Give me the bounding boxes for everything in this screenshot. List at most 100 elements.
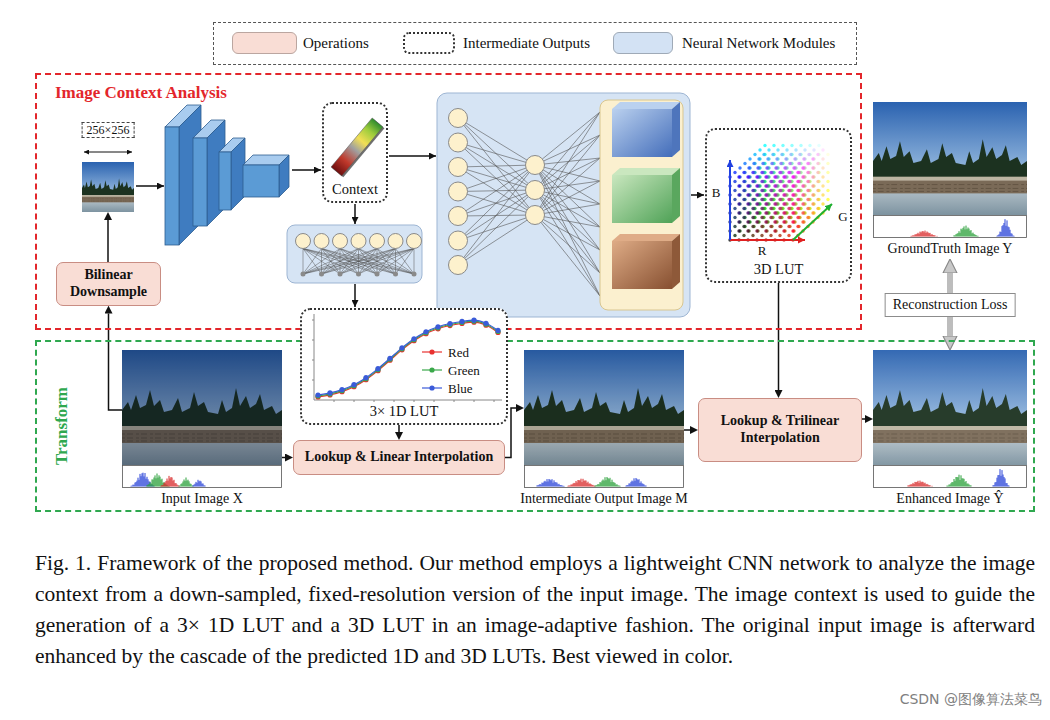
neuron: [351, 234, 366, 249]
lut-dot: [817, 180, 820, 183]
lut-dot: [761, 189, 764, 192]
figure-caption: Fig. 1. Framework of the proposed method…: [35, 548, 1035, 672]
histogram-bars: [626, 478, 646, 487]
neuron: [314, 234, 329, 249]
chart-ticks: [312, 320, 494, 402]
lut-dot: [742, 189, 745, 192]
lut-curve: [318, 321, 498, 396]
lut-dot: [807, 207, 810, 210]
lut-dot: [779, 216, 782, 219]
neuron: [449, 133, 468, 152]
lut-dot: [761, 207, 764, 210]
lut-dot: [761, 225, 764, 228]
neuron: [393, 272, 398, 277]
lut-dot: [737, 175, 740, 178]
lut-dot: [793, 157, 796, 160]
lut-dot: [801, 193, 804, 196]
dimension-arrow: [84, 152, 132, 153]
image-panel: Intermediate Output Image M: [524, 350, 684, 488]
lut-dot: [765, 202, 768, 205]
network-link: [535, 165, 600, 273]
image-panel: Enhanced Image Ŷ: [873, 350, 1027, 488]
lut-dot: [765, 175, 768, 178]
network-link: [458, 118, 535, 215]
lut-dot: [821, 166, 824, 169]
network-link: [535, 135, 600, 215]
lut-panel: [600, 100, 683, 310]
node-illustration: [82, 162, 134, 212]
lut-point: [375, 367, 380, 372]
lut-cube-front: [612, 109, 672, 157]
lut-dot: [812, 157, 815, 160]
lut-dot: [778, 234, 781, 237]
neuron: [449, 182, 468, 201]
histogram-frame: [123, 466, 282, 488]
lut-dot: [757, 166, 760, 169]
lut-dot: [764, 202, 767, 205]
lut-dot: [792, 184, 795, 187]
lut-dot: [790, 153, 793, 156]
lut-dot: [771, 162, 774, 165]
histogram-frame: [525, 466, 684, 488]
lut-dot: [752, 225, 755, 228]
lut-dot: [755, 175, 758, 178]
lut-dot: [733, 198, 736, 201]
lut-dot: [817, 171, 820, 174]
lut-dot: [787, 234, 790, 237]
lut-dot: [756, 220, 759, 223]
lut-dot: [737, 220, 740, 223]
lut-dot: [802, 157, 805, 160]
lut-dot: [826, 180, 829, 183]
lut-dot: [796, 198, 799, 201]
lut-dot: [751, 225, 754, 228]
lut-dot: [738, 220, 741, 223]
lut-dot: [751, 216, 754, 219]
histogram-bars: [193, 480, 205, 487]
lut-dot: [752, 189, 755, 192]
image-panel: Input Image X: [122, 350, 282, 488]
network-link: [535, 215, 600, 273]
lut-dot: [761, 216, 764, 219]
histogram-bars: [595, 477, 620, 487]
lut-dot: [765, 220, 768, 223]
lut-dot: [756, 166, 759, 169]
lut-dot: [806, 198, 809, 201]
flow-arrows: [84, 152, 704, 307]
lut-dot: [737, 211, 740, 214]
lut-dot: [757, 157, 760, 160]
lut-dot: [770, 189, 773, 192]
lut-dot: [746, 229, 749, 232]
image-caption: Enhanced Image Ŷ: [896, 491, 1003, 506]
lut-dot: [747, 175, 750, 178]
lut-dot: [779, 225, 782, 228]
network-link: [458, 143, 535, 216]
lut-dot: [747, 211, 750, 214]
image-caption: Intermediate Output Image M: [520, 491, 688, 506]
lut-dot: [737, 202, 740, 205]
lut-dot: [765, 193, 768, 196]
legend-text: Intermediate Outputs: [463, 34, 590, 52]
lut-dot: [791, 202, 794, 205]
lut-dot: [742, 234, 745, 237]
lut-point: [363, 375, 368, 380]
lut-dot: [779, 180, 782, 183]
lut-dot: [806, 162, 809, 165]
lut-dot: [797, 171, 800, 174]
lut-dot: [796, 207, 799, 210]
lut-dot: [765, 184, 768, 187]
cnn-blocks: [165, 105, 289, 245]
chart-legend-dot: [429, 385, 434, 390]
lut-dot: [811, 184, 814, 187]
neuron: [370, 234, 385, 249]
lut-dot: [821, 175, 824, 178]
lut-dot: [771, 153, 774, 156]
lut-cube-top: [612, 168, 680, 175]
lut-dot: [733, 234, 736, 237]
axis-green: [793, 204, 832, 240]
neuron: [338, 272, 343, 277]
lut-dot: [761, 198, 764, 201]
lut-dot: [770, 162, 773, 165]
lut-dot: [761, 162, 764, 165]
legend-text: Neural Network Modules: [682, 34, 835, 52]
lut-dot: [797, 225, 800, 228]
